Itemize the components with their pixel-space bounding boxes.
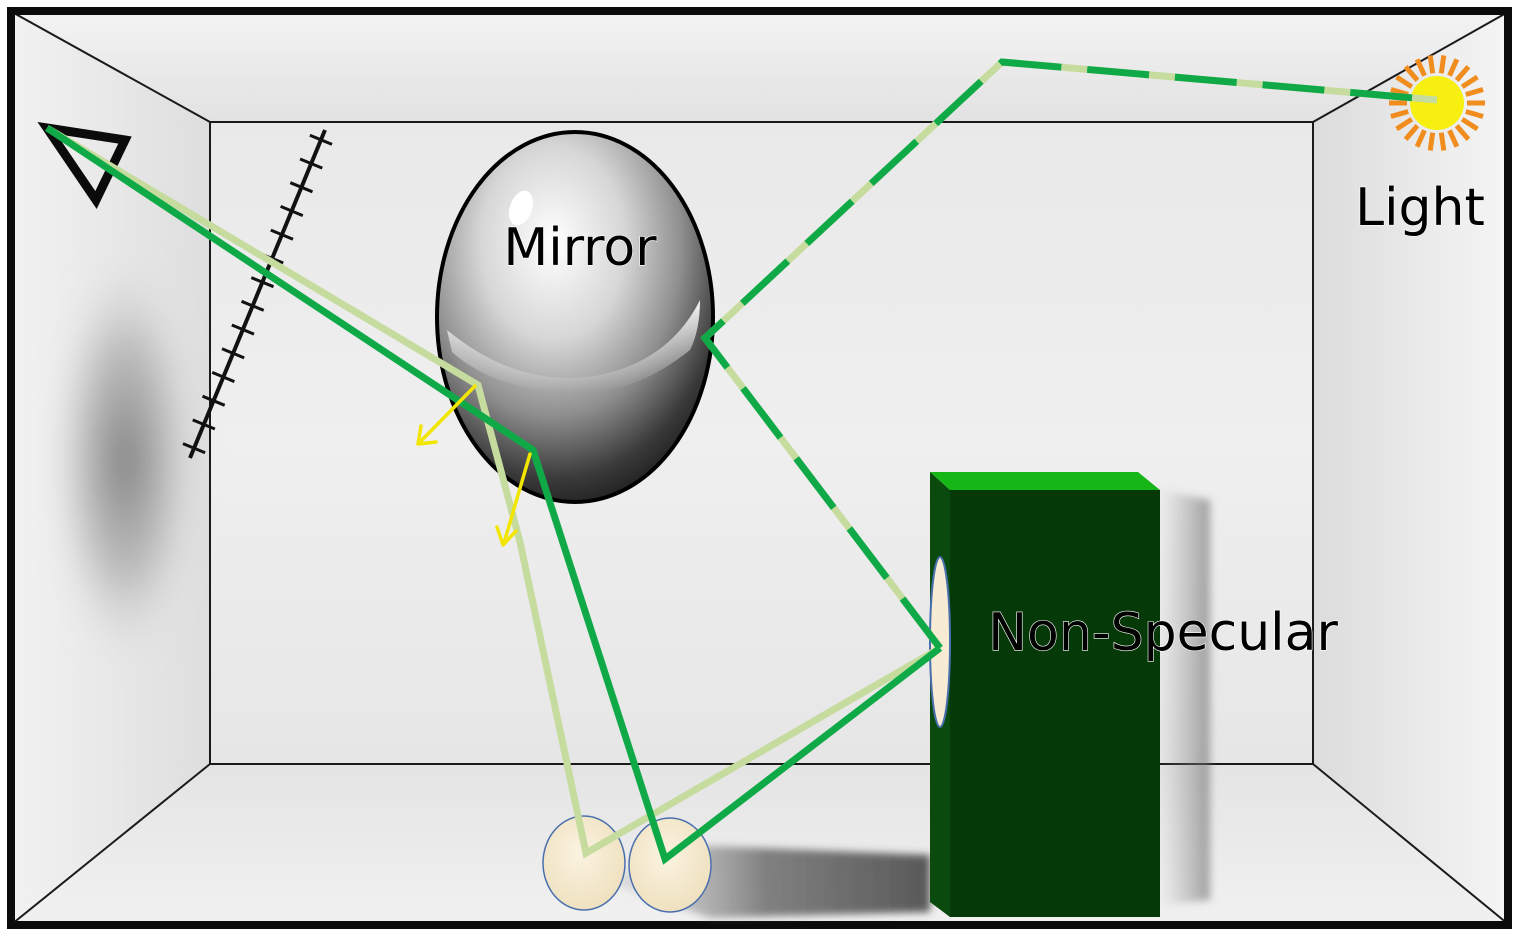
- arrow-2-shaft: [502, 452, 532, 545]
- secondary-ray-path: [45, 124, 942, 859]
- image-plane-line: [188, 129, 327, 459]
- mirror-specular-spot: [508, 190, 534, 226]
- sun-ray: [1438, 55, 1447, 74]
- arrow-2-head: [495, 525, 518, 547]
- non-specular-block: Non-Specular: [929, 472, 1339, 917]
- sun-ray: [1427, 132, 1436, 151]
- non-specular-label: Non-Specular: [988, 603, 1338, 663]
- sun-ray: [1395, 117, 1414, 132]
- image-plane-tick: [240, 299, 265, 312]
- light-path-dashed: [700, 58, 1438, 651]
- sun-ray: [1454, 124, 1471, 141]
- light-label: Light: [1355, 178, 1485, 238]
- mirror-highlight-band: [447, 300, 700, 393]
- block-surface-patch: [929, 556, 951, 728]
- sun-ray: [1465, 87, 1484, 97]
- sun-ray: [1454, 65, 1471, 82]
- block-wall-shadow: [1160, 490, 1210, 905]
- block-top: [930, 472, 1160, 490]
- sun-core: [1410, 76, 1464, 130]
- image-plane-tick: [221, 347, 245, 360]
- sun-ray: [1390, 87, 1409, 97]
- sun-icon: Light: [1355, 55, 1485, 239]
- light-paths: [45, 58, 1438, 865]
- left-wall-shadow: [50, 250, 200, 670]
- right-wall: [1313, 12, 1508, 924]
- sun-ray: [1465, 109, 1484, 119]
- sun-ray: [1403, 65, 1420, 82]
- ceiling: [12, 12, 1508, 122]
- image-plane-tick: [211, 371, 235, 383]
- primary-ray-path: [45, 125, 943, 865]
- image-plane-tick: [299, 157, 323, 170]
- sampling-arrows: [416, 384, 532, 547]
- sun-ray: [1447, 58, 1460, 77]
- image-plane-tick: [309, 133, 333, 146]
- sun-ray: [1460, 117, 1479, 132]
- image-plane-tick: [231, 323, 255, 336]
- image-plane-tick: [192, 418, 216, 431]
- mirror-label: Mirror: [503, 218, 657, 278]
- mirror-ellipse: [435, 130, 715, 504]
- room: [7, 7, 1512, 929]
- sun-ray: [1414, 129, 1427, 148]
- image-plane-tick: [280, 205, 304, 217]
- block-front: [950, 490, 1160, 917]
- sun-ray: [1427, 55, 1436, 74]
- sun-ray: [1414, 58, 1427, 77]
- image-plane-tick: [250, 276, 275, 289]
- room-edges: [11, 11, 1509, 925]
- image-plane-tick: [201, 394, 226, 407]
- arrow-1-shaft: [418, 384, 477, 444]
- sun-ray: [1395, 74, 1414, 89]
- image-plane-tick: [182, 442, 206, 455]
- frame-border: [7, 7, 1512, 929]
- arrow-1-head: [416, 424, 438, 446]
- sun-ray: [1447, 129, 1460, 148]
- sun-ray: [1460, 74, 1479, 89]
- sun-ray: [1438, 132, 1447, 151]
- sun-rays: [1389, 55, 1485, 151]
- image-plane-tick: [289, 181, 314, 194]
- sun-ray: [1403, 124, 1420, 141]
- mirror: Mirror: [435, 130, 715, 504]
- sun-ray: [1390, 109, 1409, 119]
- image-plane-tick: [270, 228, 294, 241]
